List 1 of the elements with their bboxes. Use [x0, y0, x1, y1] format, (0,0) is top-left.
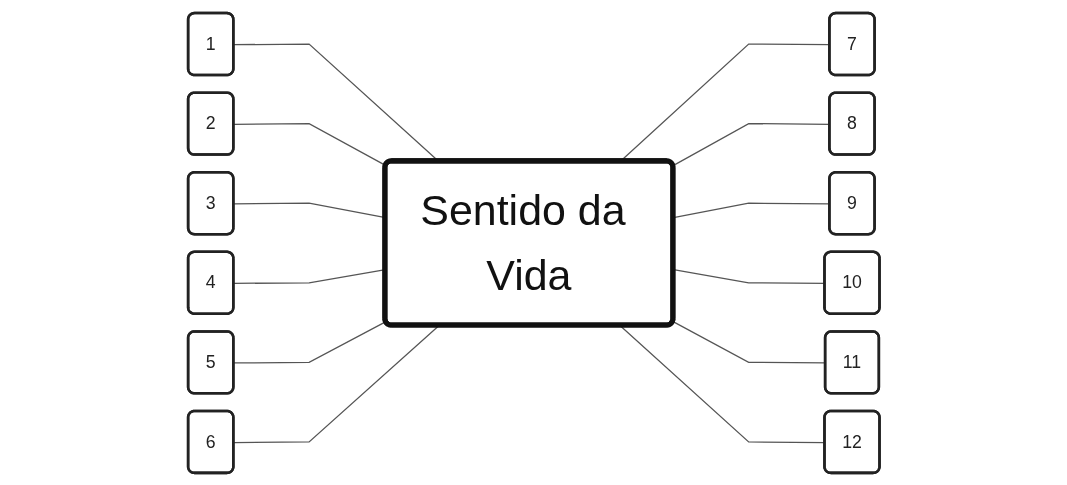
connector — [233, 320, 387, 364]
